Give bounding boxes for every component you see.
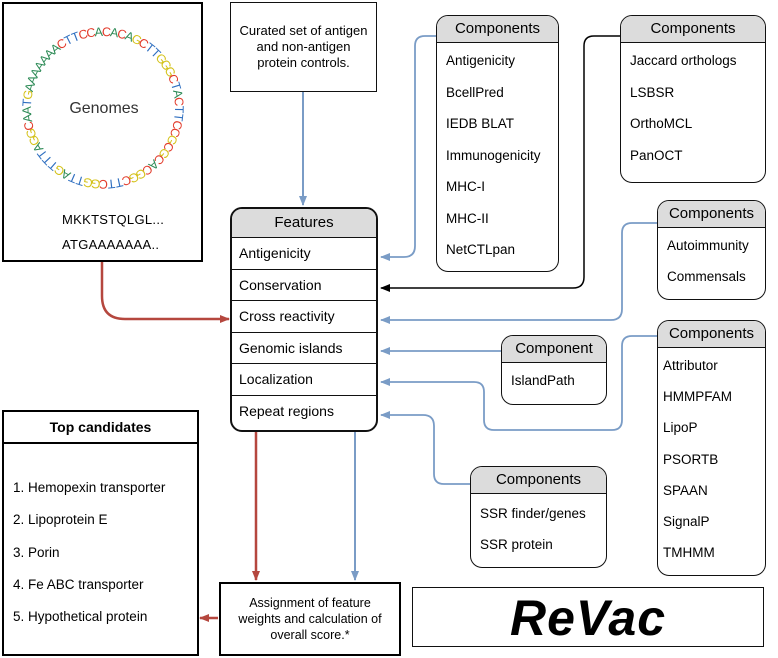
feature-row-localization: Localization: [232, 363, 376, 394]
components-localization-title: Components: [658, 321, 765, 348]
list-item: Autoimmunity: [667, 238, 749, 253]
list-item: SignalP: [663, 514, 710, 529]
list-item: SSR finder/genes: [480, 506, 586, 521]
list-item: BcellPred: [446, 84, 504, 100]
revac-logo: ReVac: [412, 587, 764, 647]
genome-ring: GAAAAAAACTTCCACACAGCTTGGGCTACTTCCGCGCACG…: [20, 25, 186, 191]
list-item: MHC-II: [446, 210, 489, 226]
top-candidates-title: Top candidates: [4, 412, 197, 444]
list-item: IEDB BLAT: [446, 116, 515, 131]
feature-row-antigenicity: Antigenicity: [232, 237, 376, 268]
arrow-components-to-cross-reactivity: [380, 222, 657, 324]
ring-base: T: [113, 175, 124, 190]
ring-base: T: [20, 98, 35, 107]
ring-base: G: [90, 176, 101, 191]
component-genomic-islands-title: Component: [502, 336, 606, 363]
ring-base: A: [94, 25, 104, 39]
list-item: Commensals: [667, 269, 746, 284]
list-item: PSORTB: [663, 451, 719, 467]
ring-base: C: [21, 120, 37, 132]
ring-base: C: [171, 97, 186, 107]
top-candidates-box: Top candidates 1. Hemopexin transporter 2…: [2, 410, 199, 656]
feature-row-conservation: Conservation: [232, 268, 376, 300]
features-title: Features: [232, 209, 376, 238]
ring-base: T: [168, 81, 184, 93]
ring-base: C: [85, 25, 96, 40]
components-cross-reactivity-title: Components: [658, 201, 765, 228]
list-item: Attributor: [663, 358, 718, 373]
ring-base: C: [169, 119, 185, 131]
ring-base: C: [102, 25, 112, 39]
ring-base: T: [74, 173, 86, 189]
feature-row-cross-reactivity: Cross reactivity: [232, 300, 376, 331]
list-item: OrthoMCL: [630, 116, 693, 131]
list-item: 3. Porin: [13, 544, 60, 560]
list-item: 4. Fe ABC transporter: [13, 576, 144, 592]
ring-base: G: [82, 175, 94, 191]
ring-base: G: [23, 126, 39, 140]
list-item: 5. Hypothetical protein: [13, 609, 148, 625]
ring-base: T: [172, 106, 186, 114]
list-item: MHC-I: [446, 179, 485, 194]
curated-controls-box: Curated set of antigen and non-antigen p…: [230, 2, 377, 92]
assignment-box: Assignment of feature weights and calcul…: [219, 582, 401, 656]
list-item: SPAAN: [663, 482, 708, 498]
ring-base: C: [77, 27, 89, 43]
list-item: SSR protein: [480, 537, 553, 552]
components-conservation-title: Components: [621, 16, 765, 43]
dna-sequence: ATGAAAAAAA..: [62, 237, 160, 252]
list-item: Immunogenicity: [446, 147, 541, 163]
ring-base: C: [99, 177, 108, 191]
ring-base: T: [106, 176, 115, 191]
list-item: Jaccard orthologs: [630, 53, 737, 68]
list-item: IslandPath: [511, 373, 575, 388]
ring-base: T: [171, 113, 186, 123]
arrow-components-to-localization: [380, 335, 657, 431]
arrow-components-to-repeat-regions: [380, 411, 470, 485]
list-item: NetCTLpan: [446, 242, 516, 257]
ring-base: A: [109, 25, 120, 40]
feature-row-repeat-regions: Repeat regions: [232, 394, 376, 426]
list-item: LipoP: [663, 420, 698, 436]
component-genomic-islands-box: Component IslandPath: [501, 335, 607, 405]
ring-base: A: [170, 89, 185, 100]
feature-row-genomic-islands: Genomic islands: [232, 331, 376, 363]
list-item: PanOCT: [630, 147, 683, 163]
list-item: Antigenicity: [446, 53, 516, 68]
arrow-components-to-antigenicity: [380, 35, 436, 261]
assignment-text: Assignment of feature weights and calcul…: [238, 596, 382, 642]
ring-base: C: [120, 172, 133, 188]
list-item: LSBSR: [630, 84, 675, 100]
list-item: 2. Lipoprotein E: [13, 512, 108, 528]
ring-base: C: [116, 26, 128, 42]
ring-base: A: [20, 112, 35, 123]
ring-base: G: [20, 89, 35, 101]
ring-base: C: [167, 126, 183, 139]
components-repeat-regions-title: Components: [471, 467, 606, 494]
curated-text: Curated set of antigen and non-antigen p…: [239, 23, 368, 70]
list-item: 1. Hemopexin transporter: [13, 480, 166, 495]
list-item: TMHMM: [663, 545, 715, 561]
ring-base: A: [20, 105, 34, 114]
protein-sequence: MKKTSTQLGL...: [62, 212, 165, 227]
list-item: HMMPFAM: [663, 389, 732, 405]
arrow-genomes-to-features: [100, 262, 230, 323]
arrow-components-to-conservation: [380, 35, 620, 292]
genomes-title: Genomes: [69, 100, 139, 117]
components-antigenicity-title: Components: [437, 16, 558, 43]
